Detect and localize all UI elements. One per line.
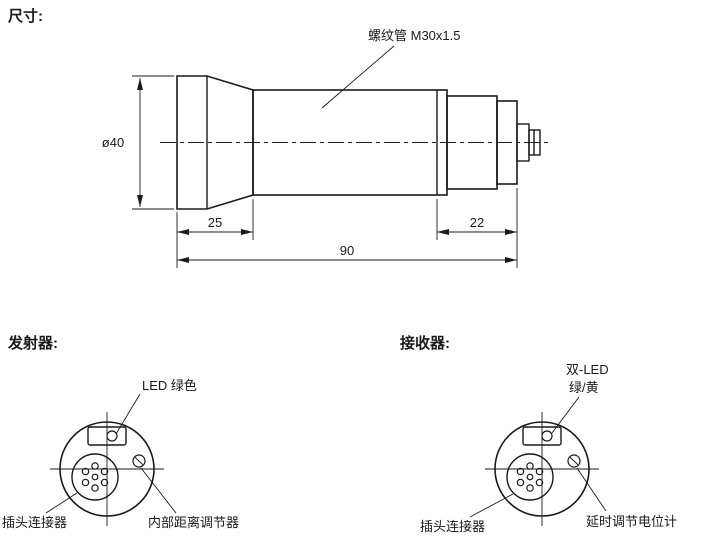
connector-pin <box>535 467 544 476</box>
dimensions-title: 尺寸: <box>8 7 43 25</box>
receiver-led-label-line1: 双-LED <box>566 362 609 377</box>
connector-pin <box>91 473 99 481</box>
transmitter-adjuster-label: 内部距离调节器 <box>148 515 239 530</box>
connector-pin <box>516 467 525 476</box>
adjuster-leader-line <box>140 467 177 514</box>
housing-face-circle <box>494 421 590 517</box>
dimension-head-length: 25 <box>176 199 254 268</box>
dimension-rear-length: 22 <box>436 188 518 268</box>
total-length-value: 90 <box>340 243 354 258</box>
connector-circle <box>506 453 554 501</box>
led-hole <box>541 430 553 442</box>
connector-pin <box>81 478 90 487</box>
dimension-diameter: ø40 <box>102 75 174 210</box>
diameter-value: ø40 <box>102 135 124 150</box>
side-view: 尺寸: 螺纹管 M30x1.5 ø40 25 <box>8 7 552 268</box>
transmitter-led-label: LED 绿色 <box>142 378 197 393</box>
connector-pin <box>535 478 544 487</box>
adjuster-screw <box>132 454 146 468</box>
thread-label: 螺纹管 M30x1.5 <box>368 28 460 43</box>
connector-pin <box>81 467 90 476</box>
receiver-led-label-line2: 绿/黄 <box>569 380 599 395</box>
connector-pin <box>100 478 109 487</box>
potentiometer-leader-line <box>576 467 607 512</box>
connector-pin <box>91 462 99 470</box>
connector-pin <box>526 484 534 492</box>
connector-pin <box>526 462 534 470</box>
housing-face-circle <box>59 421 155 517</box>
screw-slot <box>569 456 579 466</box>
receiver-title: 接收器: <box>400 334 450 352</box>
transmitter-connector-label: 插头连接器 <box>2 515 67 530</box>
screw-slot <box>134 456 144 466</box>
receiver-view: 接收器: 双-LED 绿/黄 插头连接器 延时调节电位计 <box>400 334 677 534</box>
connector-pin <box>100 467 109 476</box>
receiver-connector-label: 插头连接器 <box>420 519 485 534</box>
led-hole <box>106 430 118 442</box>
led-leader-line <box>115 393 141 435</box>
transmitter-title: 发射器: <box>7 334 58 352</box>
connector-pin <box>91 484 99 492</box>
transmitter-view: 发射器: LED 绿色 插头连接器 内部距离调节器 <box>2 334 239 530</box>
connector-circle <box>71 453 119 501</box>
led-window <box>522 426 562 446</box>
led-window <box>87 426 127 446</box>
connector-leader-line <box>469 493 514 518</box>
connector-leader-line <box>45 492 78 514</box>
receiver-potentiometer-label: 延时调节电位计 <box>586 514 677 529</box>
connector-pin <box>516 478 525 487</box>
rear-length-value: 22 <box>470 215 484 230</box>
dimension-total-length: 90 <box>177 243 517 263</box>
potentiometer-screw <box>567 454 581 468</box>
thread-leader-line <box>321 45 395 109</box>
head-length-value: 25 <box>208 215 222 230</box>
connector-pin <box>526 473 534 481</box>
